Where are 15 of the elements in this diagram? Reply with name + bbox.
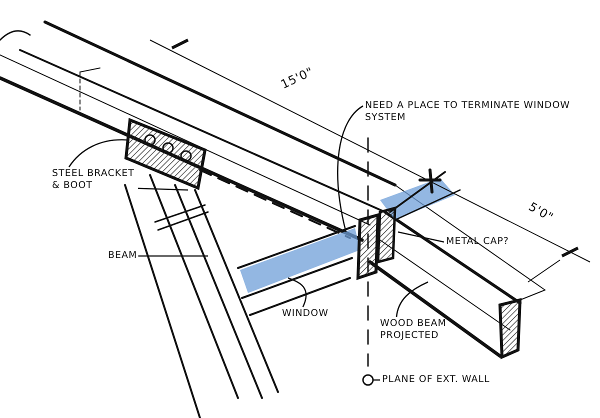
callout-label: PLANE OF EXT. WALL (382, 374, 490, 386)
leader-line (337, 105, 364, 232)
callout-label: WINDOW (282, 308, 328, 320)
leader-line (288, 277, 307, 308)
callout-label: STEEL BRACKET & BOOT (52, 168, 137, 192)
leader-line (396, 281, 428, 318)
callout-label: WOOD BEAM PROJECTED (380, 318, 490, 342)
leader-line (398, 231, 444, 243)
leader-line (138, 255, 208, 257)
callout-label: NEED A PLACE TO TERMINATE WINDOW SYSTEM (365, 100, 600, 124)
callout-label: BEAM (108, 250, 138, 262)
leader-line (138, 188, 188, 191)
dimension-text: 5'0" (526, 200, 556, 224)
leader-line (68, 139, 128, 168)
leader-line (362, 374, 380, 386)
